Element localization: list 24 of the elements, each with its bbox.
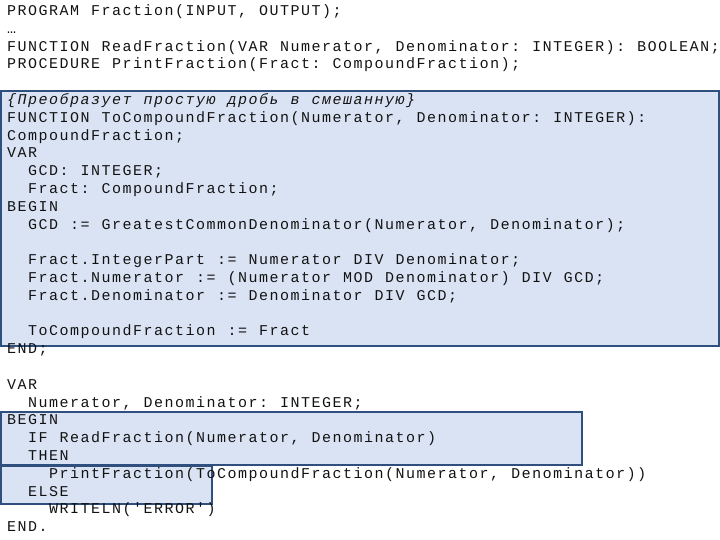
code-line: CompoundFraction; <box>7 128 186 146</box>
code-line: … <box>7 20 18 39</box>
code-line: Numerator, Denominator: INTEGER; <box>28 394 364 413</box>
code-line: END. <box>7 519 50 538</box>
code-line: GCD: INTEGER; <box>28 163 165 182</box>
code-line: THEN <box>28 448 70 466</box>
code-line: IF ReadFraction(Numerator, Denominator) <box>28 430 438 448</box>
code-line: BEGIN <box>7 198 60 217</box>
code-line: Fract.Numerator := (Numerator MOD Denominator) DIV GCD; <box>28 270 606 288</box>
code-line: GCD := GreatestCommonDenominator(Numerator, Denominator); <box>28 216 627 235</box>
code-line: FUNCTION ToCompoundFraction(Numerator, Denominator: INTEGER): <box>7 110 648 128</box>
code-line: FUNCTION ReadFraction(VAR Numerator, Denominator: INTEGER): BOOLEAN; <box>7 38 720 57</box>
code-line: ToCompoundFraction := Fract <box>28 323 312 342</box>
code-line: VAR <box>7 376 39 395</box>
code-line: Fract.Denominator := Denominator DIV GCD; <box>28 288 459 306</box>
code-line: PROGRAM Fraction(INPUT, OUTPUT); <box>7 3 344 21</box>
code-line: VAR <box>7 145 39 164</box>
code-line: ELSE <box>28 484 70 502</box>
code-comment: {Преобразует простую дробь в смешанную} <box>7 92 417 110</box>
code-line: PROCEDURE PrintFraction(Fract: CompoundFraction); <box>7 56 522 74</box>
code-line: BEGIN <box>7 412 60 430</box>
code-line: Fract.IntegerPart := Numerator DIV Denominator; <box>28 252 522 270</box>
code-line: Fract: CompoundFraction; <box>28 181 280 199</box>
code-line: WRITELN('ERROR') <box>49 501 218 520</box>
